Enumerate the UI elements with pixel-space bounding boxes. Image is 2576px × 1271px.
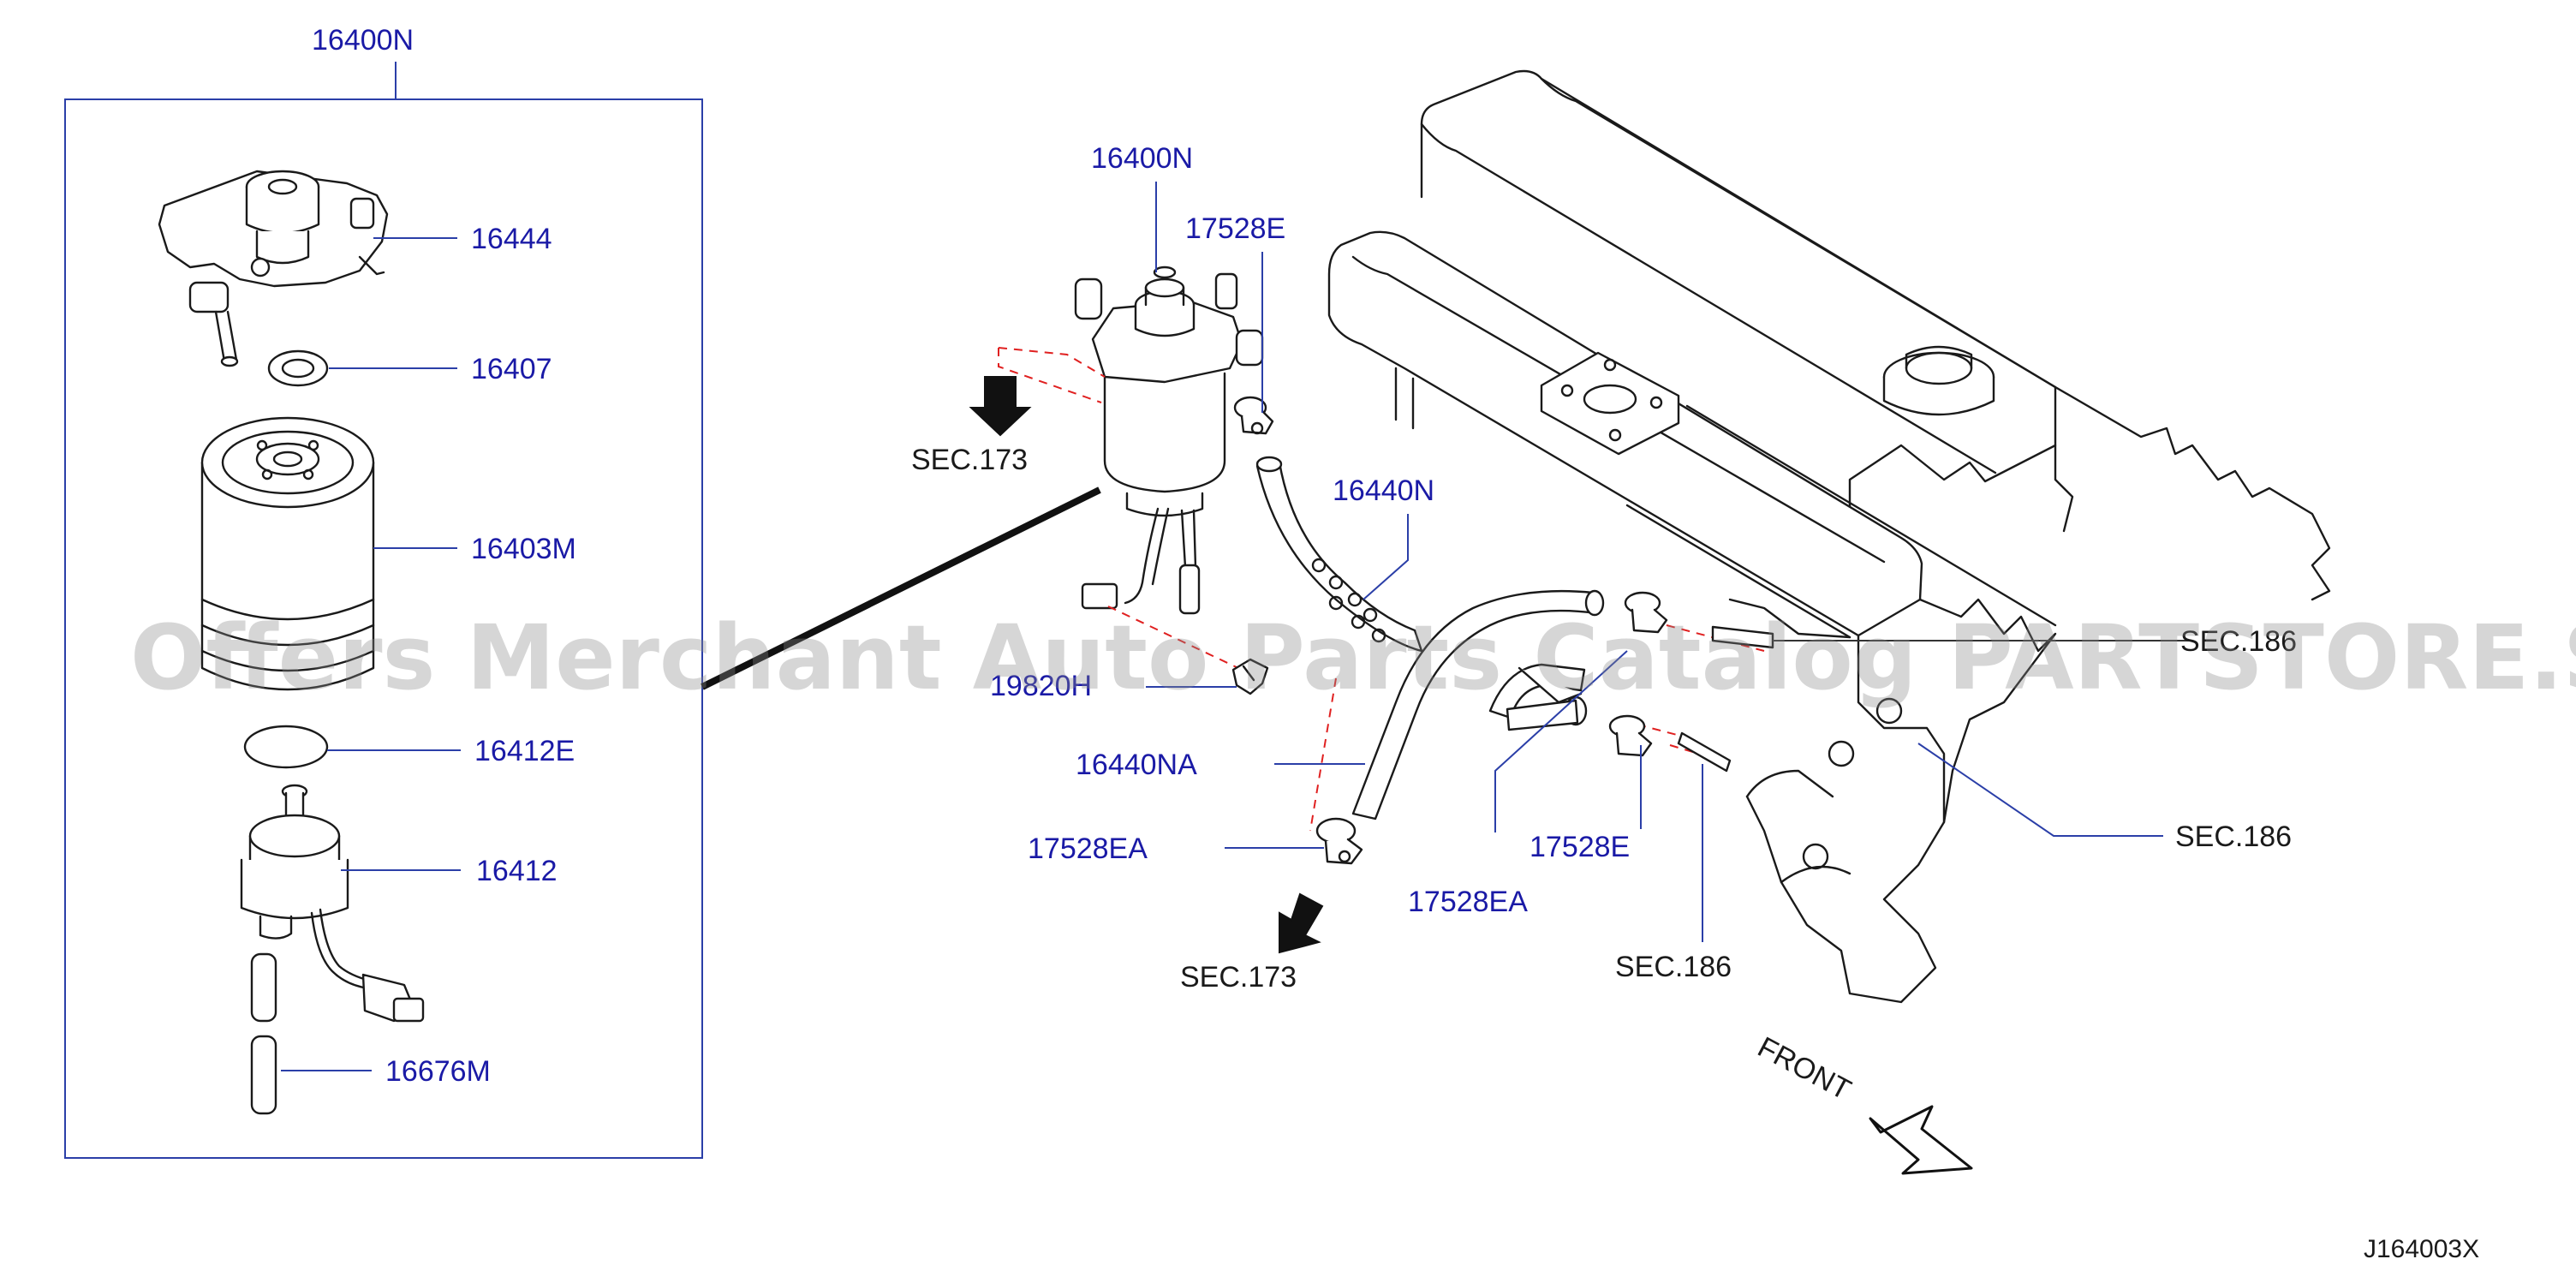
label-sec173-bottom[interactable]: SEC.173: [1180, 961, 1297, 994]
front-arrow-icon: [1869, 1105, 1973, 1175]
hose-16676M[interactable]: [250, 952, 277, 1115]
label-16440NA[interactable]: 16440NA: [1076, 749, 1197, 781]
clip-17528E-right[interactable]: [1608, 591, 1668, 757]
label-17528E-top[interactable]: 17528E: [1185, 212, 1285, 245]
label-19820H[interactable]: 19820H: [990, 670, 1092, 702]
label-16440N[interactable]: 16440N: [1333, 474, 1434, 507]
exploded-view-frame: [64, 98, 703, 1159]
engine-block: [1327, 69, 2331, 1004]
label-16676M[interactable]: 16676M: [385, 1055, 491, 1088]
clip-17528EA-left[interactable]: [1315, 817, 1363, 865]
hose-16440N[interactable]: [1255, 456, 1423, 653]
clip-17528E-top[interactable]: [1233, 396, 1274, 435]
label-16403M[interactable]: 16403M: [471, 533, 576, 565]
label-front: FRONT: [1752, 1031, 1856, 1107]
label-16412[interactable]: 16412: [476, 855, 558, 887]
label-16407[interactable]: 16407: [471, 353, 552, 385]
assembly-connector-line: [701, 486, 1101, 690]
clip-19820H[interactable]: [1231, 658, 1269, 695]
oring-16412E[interactable]: [243, 725, 329, 769]
exploded-view-panel: 16400N 16444 16407: [64, 24, 703, 1159]
label-16400N-top[interactable]: 16400N: [312, 24, 414, 57]
label-sec186-bottom[interactable]: SEC.186: [1615, 951, 1732, 983]
label-16444[interactable]: 16444: [471, 223, 552, 255]
watermark-text: Offers Merchant Auto Parts Catalog PARTS…: [130, 606, 2576, 710]
label-17528EA-left[interactable]: 17528EA: [1028, 832, 1148, 865]
label-17528E-right[interactable]: 17528E: [1530, 831, 1630, 863]
washer-16407[interactable]: [267, 349, 329, 387]
label-16412E[interactable]: 16412E: [474, 735, 575, 767]
filter-head-16444[interactable]: [158, 170, 389, 367]
hose-16440NA[interactable]: [1351, 589, 1605, 820]
sensor-16412[interactable]: [240, 784, 425, 1023]
sec173-arrow-top: [969, 376, 1032, 437]
front-direction-indicator: FRONT: [1752, 1031, 1973, 1175]
label-sec186-mid[interactable]: SEC.186: [2175, 820, 2292, 853]
label-16400N-assembly[interactable]: 16400N: [1091, 142, 1193, 175]
sec173-arrow-bottom: [1279, 892, 1324, 954]
diagram-code: J164003X: [2364, 1235, 2479, 1263]
filter-element-16403M[interactable]: [200, 416, 375, 691]
fuel-filter-assembly-16400N[interactable]: [1074, 266, 1264, 615]
pipe-sec186: [1677, 625, 1774, 773]
label-17528EA-bottom[interactable]: 17528EA: [1408, 886, 1528, 918]
label-sec186-top[interactable]: SEC.186: [2180, 625, 2297, 658]
label-sec173-top[interactable]: SEC.173: [911, 444, 1028, 476]
